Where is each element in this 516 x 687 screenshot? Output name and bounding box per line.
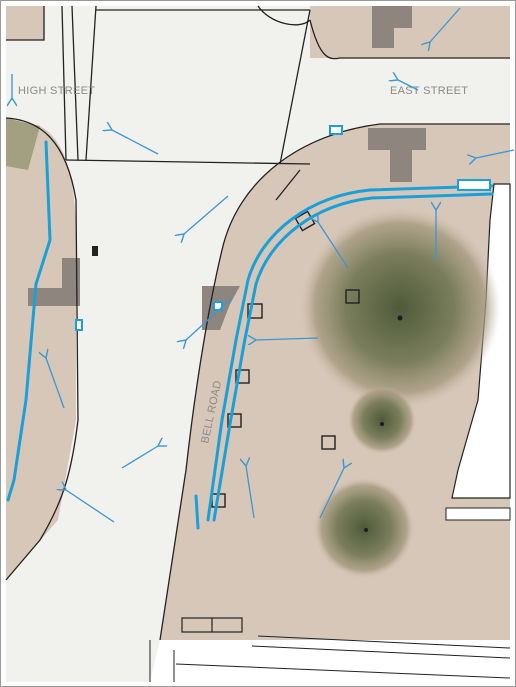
building-edge-line-1 — [257, 635, 511, 649]
tree-trunk-medium — [364, 528, 368, 532]
flow-arrows — [12, 7, 515, 523]
buildings-bottom — [150, 640, 510, 682]
building-edge-line-5 — [175, 663, 511, 679]
label-east-street: EAST STREET — [390, 85, 468, 97]
paving-top-left — [6, 6, 44, 40]
tree-trunk-large — [397, 315, 403, 321]
tree-medium — [314, 478, 414, 578]
grey-block-right — [368, 128, 426, 182]
tree-trunk-small — [380, 422, 384, 426]
label-high-street: HIGH STREET — [18, 85, 95, 97]
paving-top-right — [310, 6, 510, 58]
verge-left — [6, 118, 40, 170]
building-right-lower — [445, 507, 511, 521]
building-edge-line-2 — [251, 645, 511, 659]
bollards — [211, 210, 360, 508]
grey-block-top — [372, 6, 412, 48]
building-right — [451, 183, 511, 499]
road-outlines — [5, 5, 510, 641]
trees — [300, 208, 500, 578]
marker-small — [92, 246, 98, 256]
tree-small — [348, 386, 416, 454]
tree-large — [300, 208, 500, 408]
grey-block-left — [28, 258, 80, 306]
drainage-channels — [6, 140, 494, 530]
